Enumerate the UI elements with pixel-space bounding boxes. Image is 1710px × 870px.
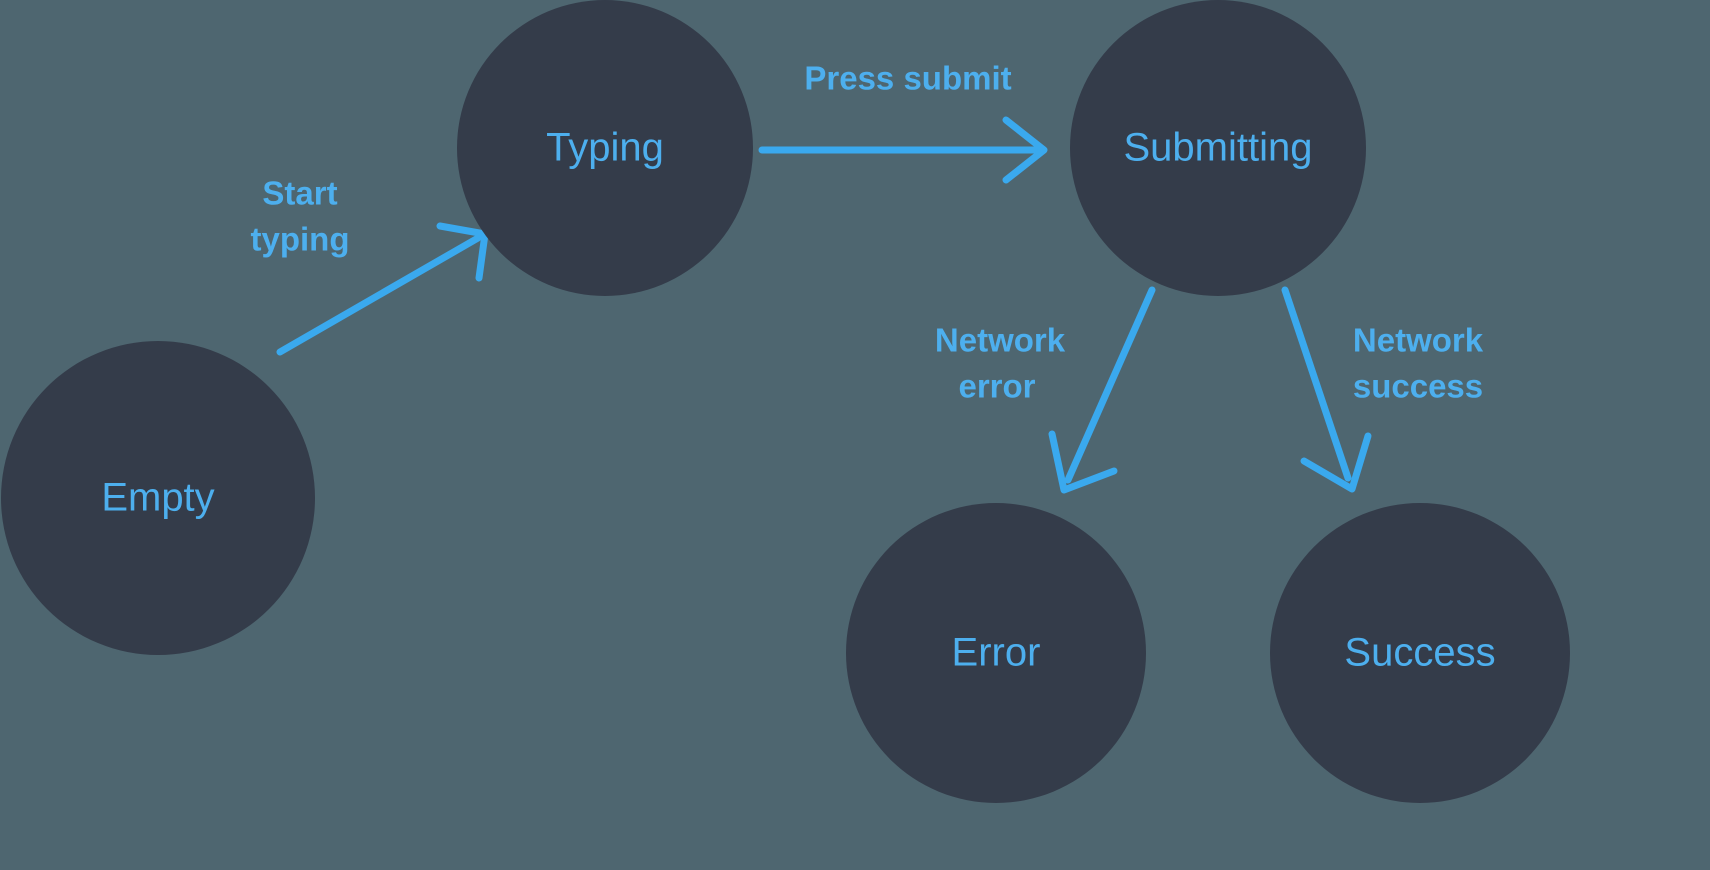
node-submitting-circle bbox=[1070, 0, 1366, 296]
node-success-label: Success bbox=[1344, 631, 1495, 675]
node-typing-label: Typing bbox=[546, 126, 664, 170]
arrowhead-network-error bbox=[1048, 430, 1118, 494]
node-typing-circle bbox=[457, 0, 753, 296]
edge-label-start-typing-line1: Start bbox=[262, 175, 337, 212]
node-empty-circle bbox=[1, 341, 315, 655]
edge-line-network-success bbox=[1281, 286, 1352, 482]
edge-line-start-typing bbox=[276, 234, 482, 356]
node-submitting[interactable]: Submitting bbox=[1070, 0, 1366, 296]
edge-submitting-to-error[interactable] bbox=[1048, 286, 1156, 494]
edge-label-start-typing-line2: typing bbox=[251, 221, 350, 258]
node-error-circle bbox=[846, 503, 1146, 803]
edge-label-start-typing: Start typing bbox=[251, 175, 350, 258]
node-submitting-label: Submitting bbox=[1124, 126, 1313, 170]
edge-label-press-submit: Press submit bbox=[804, 60, 1011, 97]
edge-label-network-error-line1: Network bbox=[935, 322, 1066, 359]
node-empty-label: Empty bbox=[101, 476, 214, 520]
edge-label-network-success-line1: Network bbox=[1353, 322, 1484, 359]
node-error[interactable]: Error bbox=[846, 503, 1146, 803]
arrowhead-network-success bbox=[1300, 432, 1372, 493]
edge-label-network-success: Network success bbox=[1353, 322, 1484, 405]
node-typing[interactable]: Typing bbox=[457, 0, 753, 296]
node-empty[interactable]: Empty bbox=[1, 341, 315, 655]
arrowhead-press-submit bbox=[1002, 116, 1048, 184]
node-error-label: Error bbox=[952, 631, 1041, 675]
edge-typing-to-submitting[interactable] bbox=[758, 116, 1048, 184]
edge-label-press-submit-line1: Press submit bbox=[804, 60, 1011, 97]
edge-line-network-error bbox=[1064, 286, 1156, 484]
edge-label-network-error-line2: error bbox=[958, 368, 1035, 405]
edge-label-network-error: Network error bbox=[935, 322, 1066, 405]
edge-submitting-to-success[interactable] bbox=[1281, 286, 1372, 493]
node-success-circle bbox=[1270, 503, 1570, 803]
node-success[interactable]: Success bbox=[1270, 503, 1570, 803]
edge-label-network-success-line2: success bbox=[1353, 368, 1483, 405]
